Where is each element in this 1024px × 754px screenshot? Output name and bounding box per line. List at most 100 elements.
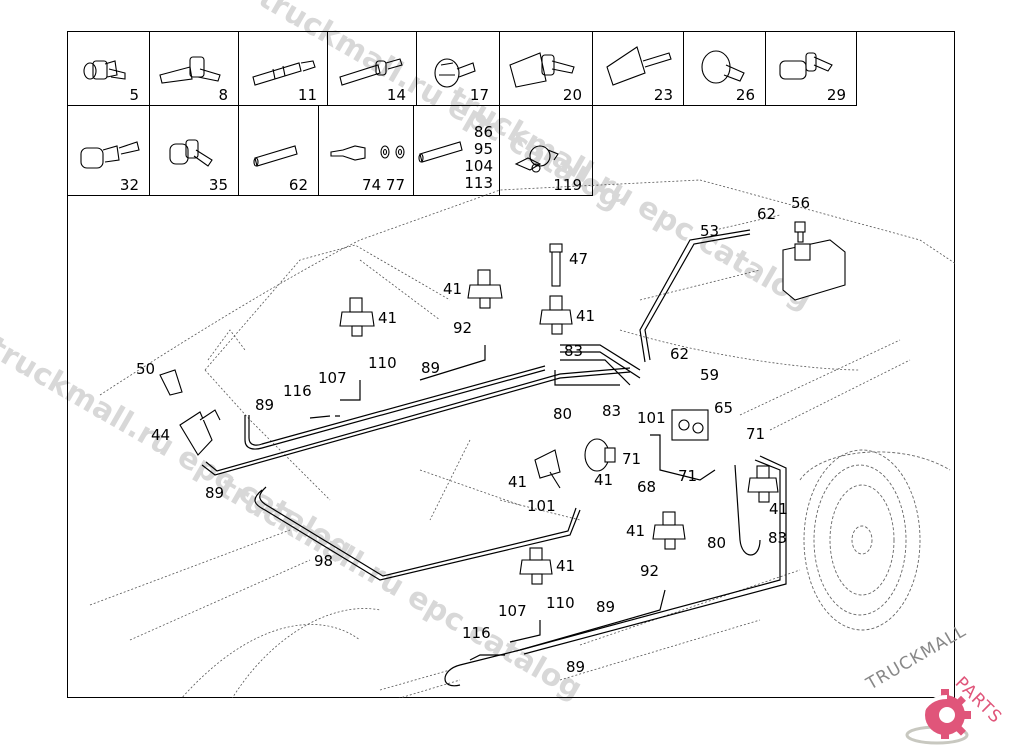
callout-116[interactable]: 116 bbox=[283, 382, 312, 400]
callout-101[interactable]: 101 bbox=[637, 409, 666, 427]
elbow-connector-icon bbox=[779, 52, 833, 80]
cap-connector-icon bbox=[434, 58, 476, 88]
part-cell-119[interactable]: 119 bbox=[500, 106, 593, 196]
part-number: 26 bbox=[735, 86, 755, 104]
callout-80[interactable]: 80 bbox=[707, 534, 727, 552]
part-number: 29 bbox=[826, 86, 846, 104]
callout-89[interactable]: 89 bbox=[255, 396, 275, 414]
check-valve-47 bbox=[549, 243, 563, 287]
callout-101[interactable]: 101 bbox=[527, 497, 556, 515]
vacuum-element bbox=[652, 511, 686, 550]
cap-elbow-connector-icon bbox=[701, 50, 745, 84]
part-number: 32 bbox=[119, 176, 139, 194]
straight-connector-icon bbox=[252, 60, 316, 86]
callout-83[interactable]: 83 bbox=[564, 342, 584, 360]
part-cell-29[interactable]: 29 bbox=[766, 31, 857, 106]
callout-41[interactable]: 41 bbox=[508, 473, 528, 491]
part-number: 62 bbox=[288, 176, 308, 194]
part-number: 35 bbox=[208, 176, 228, 194]
vacuum-element bbox=[539, 295, 573, 335]
part-cell-26[interactable]: 26 bbox=[684, 31, 766, 106]
part-number: 11 bbox=[297, 86, 317, 104]
part-number: 17 bbox=[469, 86, 489, 104]
vacuum-element bbox=[534, 449, 561, 489]
part-cell-20[interactable]: 20 bbox=[500, 31, 593, 106]
callout-47[interactable]: 47 bbox=[569, 250, 589, 268]
vacuum-element bbox=[584, 438, 616, 472]
cap-connector-icon bbox=[606, 46, 672, 86]
part-cell-62[interactable]: 62 bbox=[239, 106, 319, 196]
callout-53[interactable]: 53 bbox=[700, 222, 720, 240]
part-cell-32[interactable]: 32 bbox=[67, 106, 150, 196]
callout-41[interactable]: 41 bbox=[576, 307, 596, 325]
part-cell-5[interactable]: 5 bbox=[67, 31, 150, 106]
part-cell-11[interactable]: 11 bbox=[239, 31, 328, 106]
callout-71[interactable]: 71 bbox=[678, 467, 698, 485]
callout-41[interactable]: 41 bbox=[769, 500, 789, 518]
vacuum-element bbox=[467, 269, 503, 309]
part-cell-17[interactable]: 17 bbox=[417, 31, 500, 106]
callout-89[interactable]: 89 bbox=[421, 359, 441, 377]
switchover-valve bbox=[782, 239, 846, 301]
callout-107[interactable]: 107 bbox=[318, 369, 347, 387]
callout-89[interactable]: 89 bbox=[205, 484, 225, 502]
bracket-50 bbox=[159, 369, 183, 396]
callout-110[interactable]: 110 bbox=[368, 354, 397, 372]
callout-50[interactable]: 50 bbox=[136, 360, 156, 378]
callout-41[interactable]: 41 bbox=[378, 309, 398, 327]
truckmallparts-logo: TRUCKMALL PARTS bbox=[855, 621, 1024, 750]
callout-41[interactable]: 41 bbox=[594, 471, 614, 489]
part-number: 119 bbox=[553, 176, 582, 194]
callout-44[interactable]: 44 bbox=[151, 426, 171, 444]
part-cell-8[interactable]: 8 bbox=[150, 31, 239, 106]
straight-connector-icon bbox=[339, 58, 403, 86]
callout-107[interactable]: 107 bbox=[498, 602, 527, 620]
part-cell-23[interactable]: 23 bbox=[593, 31, 684, 106]
callout-56[interactable]: 56 bbox=[791, 194, 811, 212]
callout-41[interactable]: 41 bbox=[626, 522, 646, 540]
part-cell-74-77[interactable]: 74 77 bbox=[319, 106, 414, 196]
part-number: 5 bbox=[129, 86, 139, 104]
callout-41[interactable]: 41 bbox=[556, 557, 576, 575]
part-number: 23 bbox=[653, 86, 673, 104]
elbow-connector-icon bbox=[83, 60, 126, 80]
gear-logo-icon bbox=[905, 689, 971, 745]
callout-80[interactable]: 80 bbox=[553, 405, 573, 423]
part-number: 14 bbox=[386, 86, 406, 104]
elbow-connector-long-icon bbox=[159, 56, 221, 84]
part-number: 86 95 104 113 bbox=[464, 123, 493, 192]
vacuum-element bbox=[747, 465, 779, 503]
callout-110[interactable]: 110 bbox=[546, 594, 575, 612]
hose-piece-icon bbox=[418, 141, 463, 163]
callout-92[interactable]: 92 bbox=[640, 562, 660, 580]
callout-98[interactable]: 98 bbox=[314, 552, 334, 570]
part-cell-14[interactable]: 14 bbox=[328, 31, 417, 106]
callout-116[interactable]: 116 bbox=[462, 624, 491, 642]
callout-83[interactable]: 83 bbox=[768, 529, 788, 547]
vacuum-line-diagram bbox=[89, 179, 955, 698]
callout-89[interactable]: 89 bbox=[566, 658, 586, 676]
callout-41[interactable]: 41 bbox=[443, 280, 463, 298]
vacuum-element bbox=[519, 547, 553, 585]
hose-piece-icon bbox=[253, 145, 298, 167]
part-number: 8 bbox=[218, 86, 228, 104]
part-cell-35[interactable]: 35 bbox=[150, 106, 239, 196]
callout-62[interactable]: 62 bbox=[670, 345, 690, 363]
part-number: 74 77 bbox=[362, 176, 405, 194]
components bbox=[159, 221, 846, 585]
actuator-44 bbox=[179, 409, 221, 456]
elbow-valve-icon bbox=[169, 139, 213, 167]
wheel bbox=[799, 449, 951, 631]
callout-65[interactable]: 65 bbox=[714, 399, 734, 417]
callout-71[interactable]: 71 bbox=[746, 425, 766, 443]
callout-59[interactable]: 59 bbox=[700, 366, 720, 384]
callout-62[interactable]: 62 bbox=[757, 205, 777, 223]
clip-icon bbox=[514, 145, 559, 173]
callout-71[interactable]: 71 bbox=[622, 450, 642, 468]
callout-92[interactable]: 92 bbox=[453, 319, 473, 337]
part-cell-86-95-104-113[interactable]: 86 95 104 113 bbox=[414, 106, 500, 196]
callout-89[interactable]: 89 bbox=[596, 598, 616, 616]
check-valve-icon bbox=[80, 141, 140, 169]
callout-68[interactable]: 68 bbox=[637, 478, 657, 496]
callout-83[interactable]: 83 bbox=[602, 402, 622, 420]
